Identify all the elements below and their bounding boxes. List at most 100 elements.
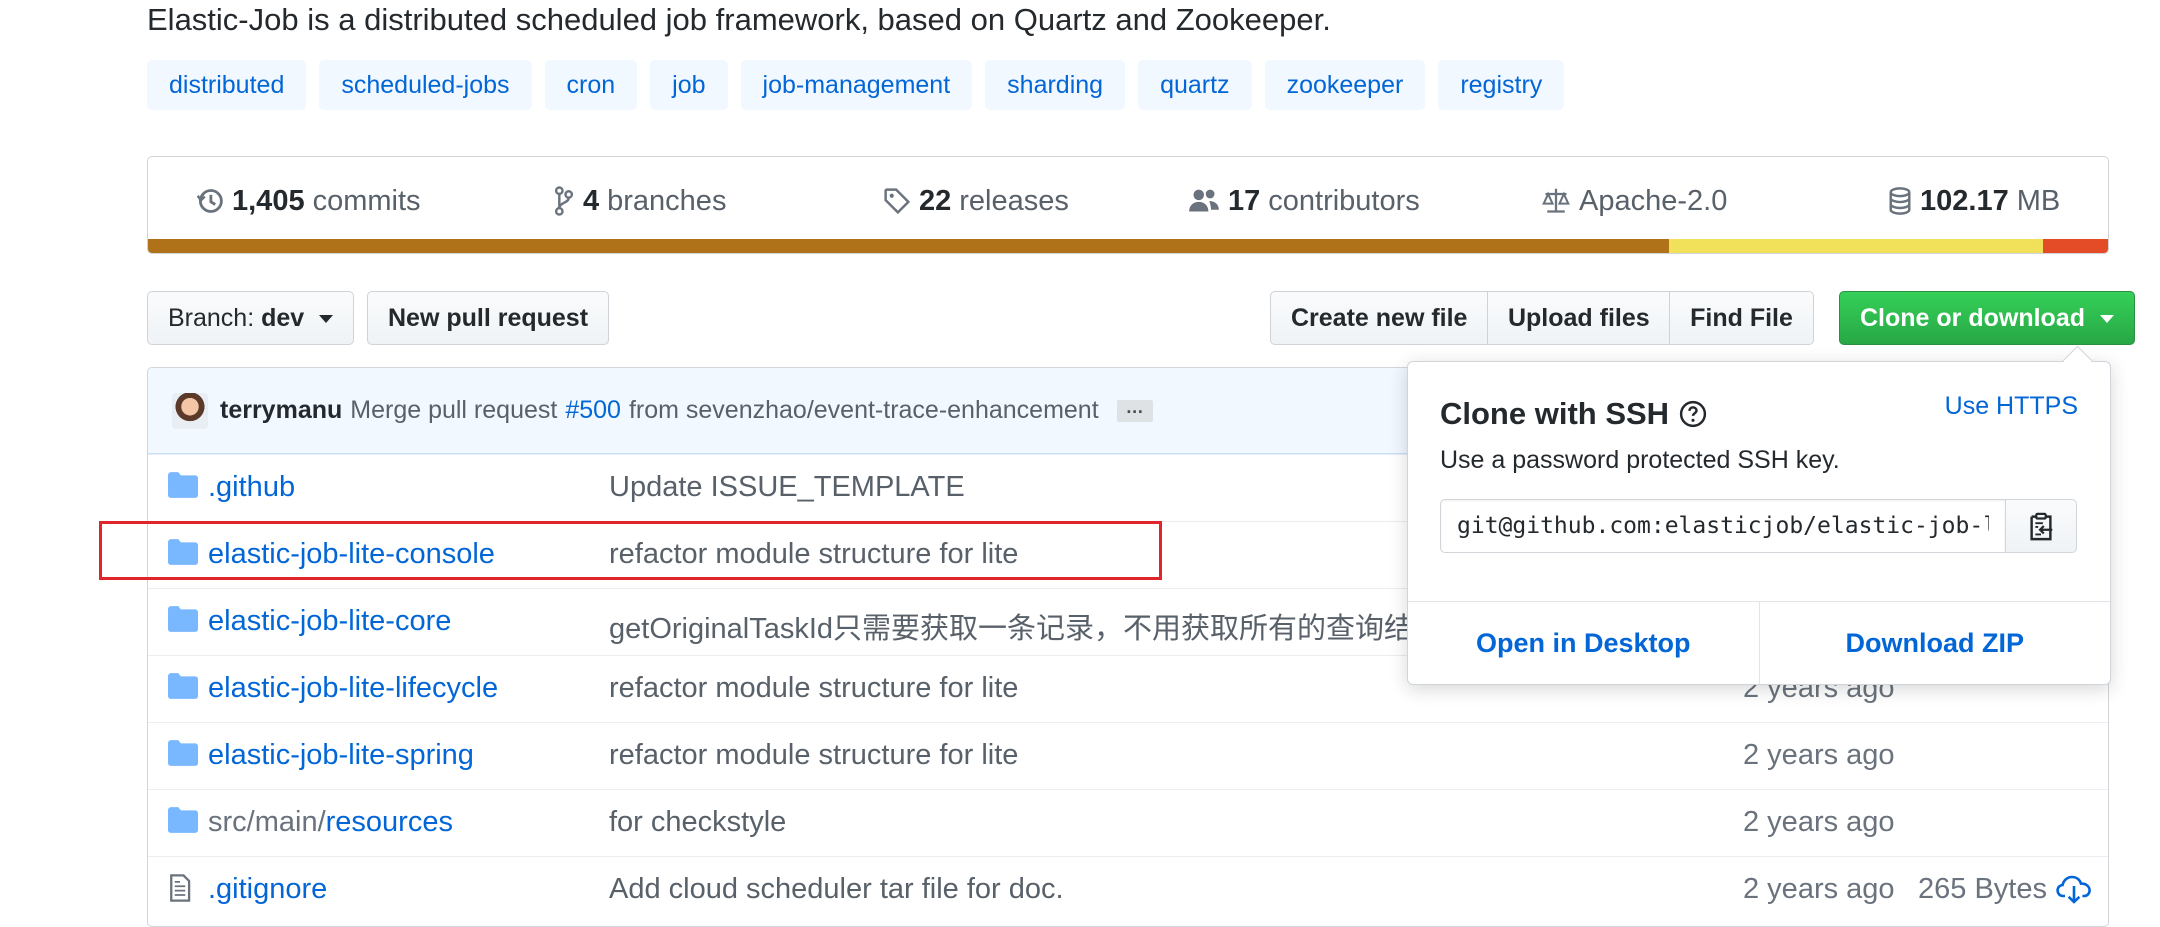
clone-title: Clone with SSH xyxy=(1440,396,1707,432)
contributors-link[interactable]: 17 contributors xyxy=(1188,181,1420,221)
topic-tag[interactable]: distributed xyxy=(147,60,307,110)
topic-tag[interactable]: registry xyxy=(1438,60,1565,110)
table-row: elastic-job-lite-core getOriginalTaskId只… xyxy=(148,588,2108,655)
file-name-link[interactable]: elastic-job-lite-console xyxy=(208,538,495,570)
commit-message-link[interactable]: refactor module structure for lite xyxy=(609,538,1019,570)
file-icon xyxy=(170,874,191,902)
ssh-url-input[interactable] xyxy=(1441,500,2005,552)
language-bar-segment[interactable] xyxy=(2043,239,2108,253)
contributors-label: contributors xyxy=(1268,184,1420,217)
folder-icon xyxy=(168,740,198,766)
language-bar[interactable] xyxy=(148,239,2108,253)
use-https-link[interactable]: Use HTTPS xyxy=(1944,392,2078,420)
file-name-link[interactable]: elastic-job-lite-spring xyxy=(208,739,474,771)
file-name-link[interactable]: .github xyxy=(208,471,296,503)
avatar[interactable] xyxy=(172,392,208,429)
commits-link[interactable]: 1,405 commits xyxy=(196,181,421,221)
contributors-count: 17 xyxy=(1228,184,1261,217)
folder-icon xyxy=(168,472,198,498)
topic-tag[interactable]: sharding xyxy=(985,60,1126,110)
open-in-desktop-button[interactable]: Open in Desktop xyxy=(1408,602,1760,684)
branch-select-button[interactable]: Branch: dev xyxy=(147,291,355,345)
upload-files-button[interactable]: Upload files xyxy=(1486,291,1671,345)
size-value: 102.17 xyxy=(1920,184,2009,217)
caret-down-icon xyxy=(319,315,334,324)
repository-summary: 1,405 commits 4 branches 22 releases 17 … xyxy=(147,156,2109,254)
question-icon[interactable] xyxy=(1679,400,1707,428)
branch-icon xyxy=(554,186,574,216)
commit-message-prefix: Merge pull request xyxy=(350,396,558,424)
commit-message-link[interactable]: refactor module structure for lite xyxy=(609,739,1019,771)
topic-tag[interactable]: zookeeper xyxy=(1264,60,1426,110)
table-row: src/main/resources for checkstyle 2 year… xyxy=(148,789,2108,856)
folder-icon xyxy=(168,673,198,699)
language-bar-segment[interactable] xyxy=(1668,239,2044,253)
folder-icon xyxy=(168,539,198,565)
topic-list: distributed scheduled-jobs cron job job-… xyxy=(147,60,1565,110)
clone-popover: Clone with SSH Use HTTPS Use a password … xyxy=(1407,345,2111,685)
releases-link[interactable]: 22 releases xyxy=(883,181,1069,221)
pull-request-link[interactable]: #500 xyxy=(565,396,621,424)
expand-commit-button[interactable]: … xyxy=(1116,398,1153,422)
cloud-download-icon[interactable] xyxy=(2056,874,2092,904)
clone-description: Use a password protected SSH key. xyxy=(1440,446,1840,474)
language-bar-segment[interactable] xyxy=(148,239,1669,253)
commits-label: commits xyxy=(312,184,421,217)
topic-tag[interactable]: quartz xyxy=(1138,60,1252,110)
releases-count: 22 xyxy=(919,184,952,217)
commit-message-suffix: from sevenzhao/event-trace-enhancement xyxy=(628,396,1099,424)
clone-actions: Open in Desktop Download ZIP xyxy=(1408,601,2110,684)
branches-count: 4 xyxy=(583,184,600,217)
branches-label: branches xyxy=(607,184,727,217)
tag-icon xyxy=(884,188,911,215)
topic-tag[interactable]: job-management xyxy=(740,60,973,110)
caret-down-icon xyxy=(2099,315,2114,324)
file-size: 265 Bytes xyxy=(1918,873,2047,905)
license-link[interactable]: Apache-2.0 xyxy=(1541,181,1727,221)
path-leaf: resources xyxy=(325,806,453,838)
path-prefix: src/main/ xyxy=(208,806,326,838)
copy-to-clipboard-button[interactable] xyxy=(2005,499,2077,553)
repo-size: 102.17 MB xyxy=(1888,181,2060,221)
commit-message-link[interactable]: Update ISSUE_TEMPLATE xyxy=(609,471,965,503)
topic-tag[interactable]: scheduled-jobs xyxy=(319,60,532,110)
download-zip-button[interactable]: Download ZIP xyxy=(1845,628,2025,658)
highlight-box xyxy=(99,521,1162,580)
commit-message-link[interactable]: refactor module structure for lite xyxy=(609,672,1019,704)
branch-prefix: Branch: xyxy=(168,304,255,332)
new-pull-request-button[interactable]: New pull request xyxy=(367,291,610,345)
ssh-url-field xyxy=(1440,499,2006,553)
license-name: Apache-2.0 xyxy=(1579,184,1728,217)
file-name-link[interactable]: elastic-job-lite-core xyxy=(208,605,452,637)
clipboard-icon xyxy=(2030,512,2053,541)
branches-link[interactable]: 4 branches xyxy=(553,181,726,221)
commit-message-link[interactable]: for checkstyle xyxy=(609,806,787,838)
find-file-button[interactable]: Find File xyxy=(1669,291,1814,345)
releases-label: releases xyxy=(959,184,1069,217)
commit-message-link[interactable]: Add cloud scheduler tar file for doc. xyxy=(609,873,1064,905)
file-name-link[interactable]: elastic-job-lite-lifecycle xyxy=(208,672,499,704)
clone-title-text: Clone with SSH xyxy=(1440,396,1670,431)
law-icon xyxy=(1542,188,1570,213)
commit-age: 2 years ago xyxy=(1743,806,1895,838)
commit-age: 2 years ago xyxy=(1743,873,1895,905)
clone-or-download-button[interactable]: Clone or download xyxy=(1839,291,2135,345)
commit-author[interactable]: terrymanu xyxy=(220,396,343,424)
commit-message-link[interactable]: getOriginalTaskId只需要获取一条记录，不用获取所有的查询结 xyxy=(609,613,1414,645)
topic-tag[interactable]: cron xyxy=(544,60,638,110)
file-actions: Create new file Upload files Find File xyxy=(1270,291,1814,345)
folder-icon xyxy=(168,606,198,632)
topic-tag[interactable]: job xyxy=(650,60,728,110)
commits-count: 1,405 xyxy=(232,184,305,217)
table-row: .github Update ISSUE_TEMPLATE xyxy=(148,454,2108,521)
popover-arrow xyxy=(2062,345,2093,376)
people-icon xyxy=(1189,189,1219,212)
file-name-link[interactable]: src/main/resources xyxy=(208,806,453,839)
commit-age: 2 years ago xyxy=(1743,739,1895,771)
clone-or-download-label: Clone or download xyxy=(1860,304,2085,332)
create-new-file-button[interactable]: Create new file xyxy=(1270,291,1489,345)
size-unit: MB xyxy=(2016,184,2061,217)
table-row: elastic-job-lite-spring refactor module … xyxy=(148,722,2108,789)
file-name-link[interactable]: .gitignore xyxy=(208,873,328,905)
table-row: .gitignore Add cloud scheduler tar file … xyxy=(148,856,2108,923)
